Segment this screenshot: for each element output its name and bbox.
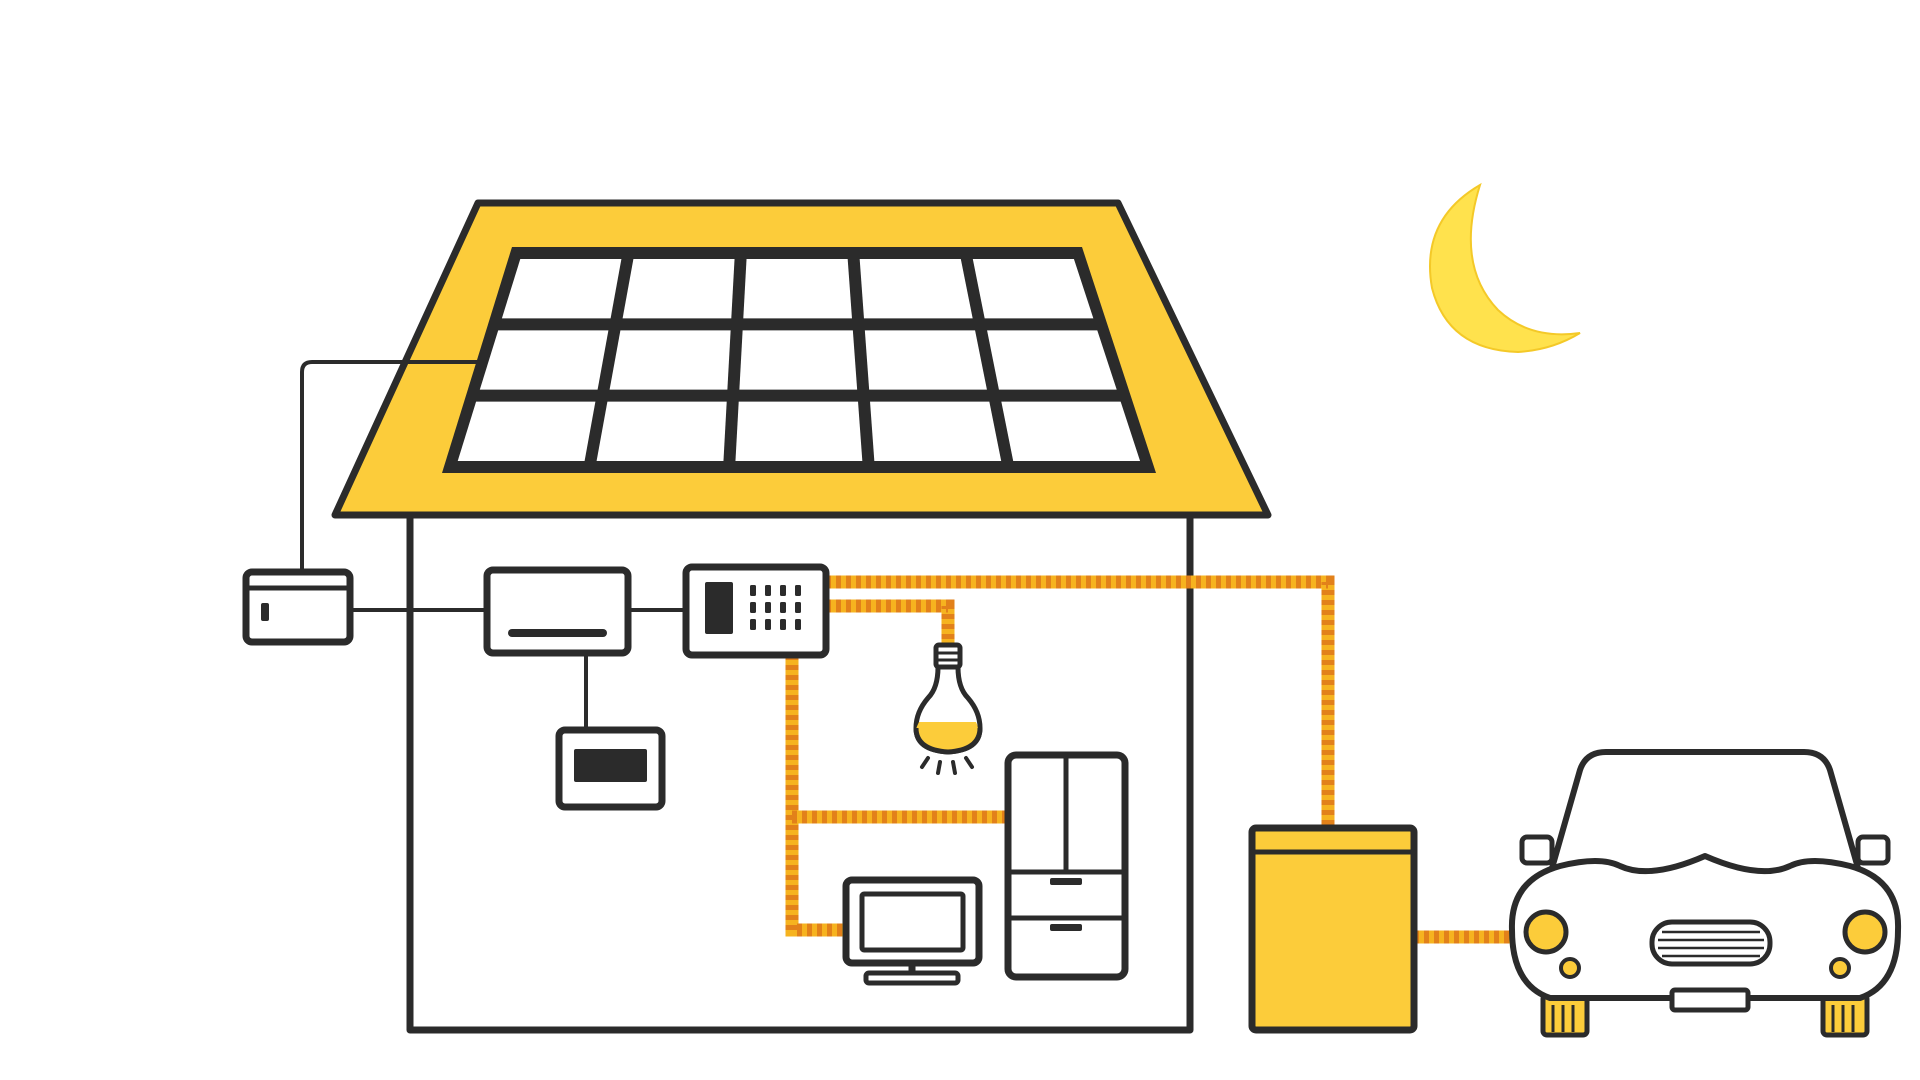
junction-box-icon [242,568,354,646]
solar-panel-cell [609,330,731,390]
solar-panel-cell [870,401,1002,461]
solar-panel-cell [622,259,735,319]
breaker-switch [795,602,801,613]
breaker-switch [795,585,801,596]
breaker-switch [780,602,786,613]
dark-wiring [300,360,688,732]
breaker-switch [750,619,756,630]
monitor-display-icon [555,726,666,811]
solar-panel-cells [457,259,1141,461]
solar-panel-cell [596,401,727,461]
solar-panel-cell [1001,401,1141,461]
solar-panel-cell [972,259,1094,319]
solar-panel-cell [735,401,863,461]
breaker-switch [765,602,771,613]
flow-board-to-battery-dash [826,575,1335,828]
solar-panel-cell [501,259,622,319]
light-bulb-icon [913,642,983,775]
breaker-switch [795,619,801,630]
energy-flows [785,575,1514,944]
power-conditioner-icon [483,566,632,657]
bulb-glow [916,722,978,750]
breaker-switches [750,585,801,630]
solar-panel-cell [864,330,987,390]
crescent-moon-icon [1429,182,1581,354]
storage-battery-icon [1248,824,1418,1034]
breaker-switch [780,619,786,630]
refrigerator-icon [1004,751,1129,981]
distribution-board-icon [682,563,830,659]
flow-board-to-bulb-dash [826,599,955,645]
electric-car-icon [1508,749,1902,1038]
solar-panel-cell [987,330,1117,390]
wire-panel-to-junction [300,360,480,574]
breaker-switch [750,585,756,596]
television-icon [842,876,983,986]
solar-panel-cell [743,259,852,319]
solar-panel-cell [859,259,973,319]
solar-panel-cell [479,330,609,390]
breaker-switch [750,602,756,613]
flow-board-to-appliances-dash [785,655,846,937]
solar-panel-icon [442,247,1156,473]
solar-panel-cell [457,401,596,461]
solar-panel-cell [739,330,858,390]
breaker-switch [765,619,771,630]
breaker-switch [765,585,771,596]
breaker-switch [780,585,786,596]
